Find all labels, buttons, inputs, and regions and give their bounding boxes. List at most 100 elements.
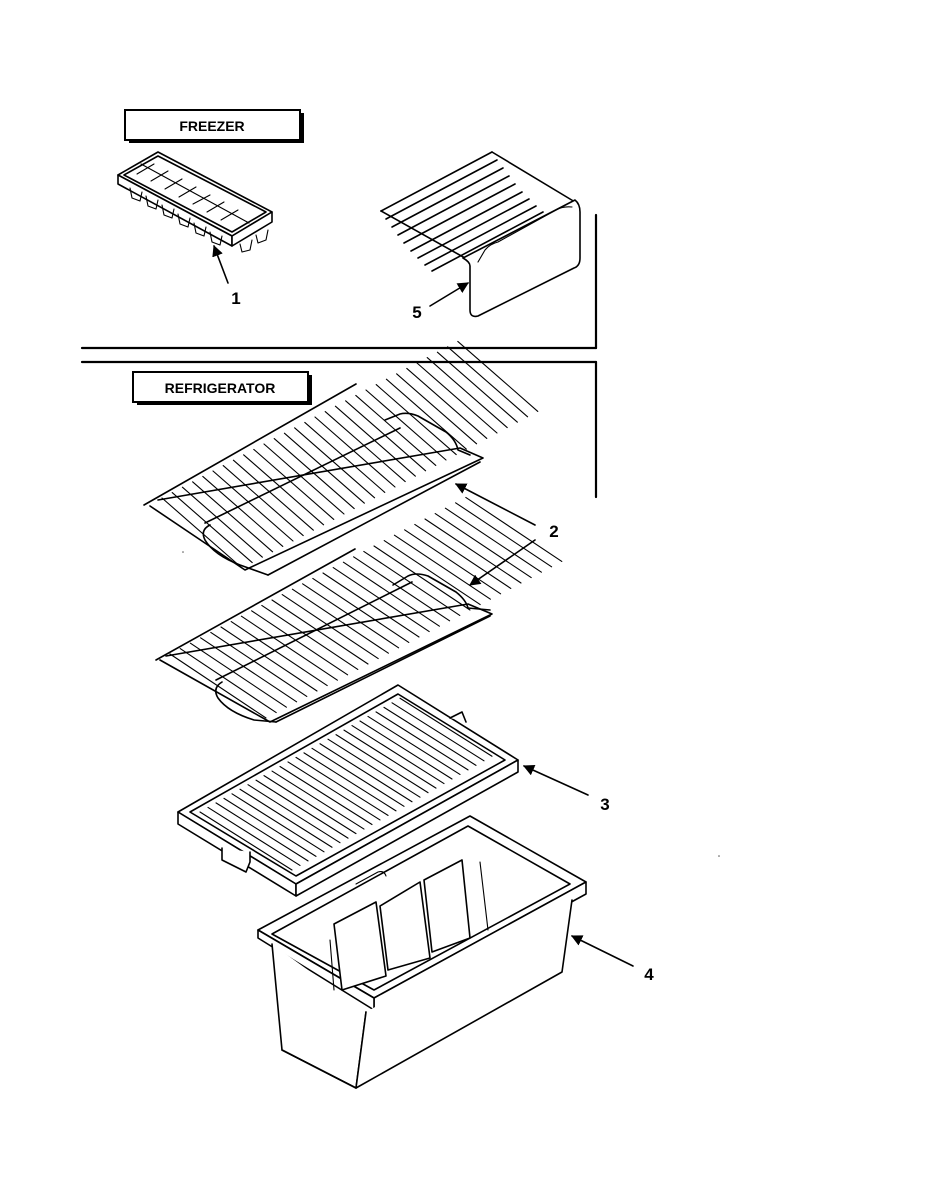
crisper-slot <box>335 734 429 794</box>
shelf-wire <box>406 367 488 439</box>
shelf-wire <box>220 626 318 692</box>
shelf-wire <box>457 340 539 412</box>
crisper-slot <box>263 775 357 835</box>
shelf-wire <box>383 540 481 606</box>
crisper-slot <box>287 761 381 821</box>
shelf-wire <box>385 378 467 450</box>
shelf-wire <box>283 432 365 504</box>
shelf-wire <box>332 567 430 633</box>
shelf-wire <box>240 615 338 681</box>
callout-5-text: 5 <box>412 303 421 322</box>
shelf-wire <box>447 346 529 418</box>
shelf-wire <box>353 556 451 622</box>
ice-cube-tray-icon <box>117 151 273 253</box>
callout-4: 4 <box>570 935 654 984</box>
refrigerator-label: REFRIGERATOR <box>132 371 312 405</box>
shelf-wire <box>363 550 461 616</box>
scan-specks <box>182 551 720 857</box>
shelf-wire <box>436 351 518 423</box>
shelf-wire <box>312 577 410 643</box>
shelf-wire <box>181 486 263 558</box>
freezer-label: FREEZER <box>124 109 304 143</box>
crisper-slot <box>231 793 325 853</box>
shelf-wire <box>222 465 304 537</box>
shelf-wire <box>365 389 447 461</box>
shelf-wire <box>192 481 274 553</box>
callout-3-text: 3 <box>600 795 609 814</box>
crisper-slot <box>327 738 421 798</box>
refrigerator-label-text: REFRIGERATOR <box>165 380 276 396</box>
shelf-wire <box>334 405 416 477</box>
callout-2-text: 2 <box>549 522 558 541</box>
crisper-slot <box>295 756 389 816</box>
shelf-wire <box>426 357 508 429</box>
shelf-wire <box>324 411 406 483</box>
crisper-slot <box>239 788 333 848</box>
crisper-slot <box>303 752 397 812</box>
freezer-label-text: FREEZER <box>179 118 244 134</box>
crisper-slot <box>279 765 373 826</box>
shelf-wire <box>200 637 298 703</box>
shelf-wire <box>212 470 294 542</box>
crisper-slot <box>391 702 485 762</box>
shelf-wire <box>210 631 308 697</box>
shelf-wire <box>281 594 379 660</box>
shelf-wire <box>243 454 325 526</box>
crisper-slot <box>375 711 469 771</box>
crisper-slot <box>359 720 453 780</box>
crisper-slot <box>343 729 437 789</box>
shelf-wire <box>342 561 440 627</box>
shelf-wire <box>261 604 359 670</box>
callout-1: 1 <box>212 244 241 308</box>
shelf-wire <box>291 588 389 654</box>
wire-shelf-upper-icon <box>143 340 539 576</box>
shelf-wire <box>322 572 420 638</box>
crisper-cover-frame-icon <box>177 684 519 897</box>
wire-shelf-lower-icon <box>155 496 563 723</box>
shelf-wire <box>424 518 522 584</box>
shelf-wire <box>232 459 314 531</box>
crisper-slot <box>383 706 477 766</box>
shelf-wire <box>230 621 328 687</box>
crisper-slot <box>223 797 317 857</box>
shelf-wire <box>169 653 267 719</box>
crisper-slot <box>319 743 413 803</box>
shelf-wire <box>444 507 542 573</box>
crisper-slot <box>311 747 405 807</box>
callout-2: 2 <box>455 483 559 586</box>
crisper-slot <box>247 784 341 844</box>
shelf-wire <box>271 599 369 665</box>
shelf-wire <box>294 427 376 499</box>
shelf-wire <box>465 496 563 562</box>
crisper-slot <box>199 811 293 871</box>
shelf-wire <box>179 648 277 714</box>
callout-4-text: 4 <box>644 965 654 984</box>
callout-5: 5 <box>412 282 469 322</box>
freezer-wire-shelf-icon <box>380 151 581 318</box>
shelf-wire <box>455 502 553 568</box>
shelf-wire <box>273 438 355 510</box>
callout-3: 3 <box>522 765 610 814</box>
shelf-wire <box>189 642 287 708</box>
crisper-slot <box>271 770 365 830</box>
crisper-slot <box>207 806 301 867</box>
crisper-slot <box>399 697 493 757</box>
shelf-wire <box>373 545 471 611</box>
shelf-wire <box>161 497 243 569</box>
shelf-wire <box>416 362 498 434</box>
shelf-wire <box>302 583 400 649</box>
crisper-slot <box>367 715 461 776</box>
shelf-wire <box>396 373 478 445</box>
shelf-wire <box>434 513 532 579</box>
crisper-drawer-icon <box>257 815 587 1089</box>
crisper-slot <box>351 724 445 785</box>
shelf-wire <box>251 610 349 676</box>
shelf-wire <box>314 416 396 488</box>
shelf-wire <box>414 523 512 589</box>
section-dividers <box>80 213 598 499</box>
shelf-wire <box>171 492 253 564</box>
shelf-wire <box>202 475 284 547</box>
crisper-slot <box>255 779 349 839</box>
callout-1-text: 1 <box>231 289 240 308</box>
